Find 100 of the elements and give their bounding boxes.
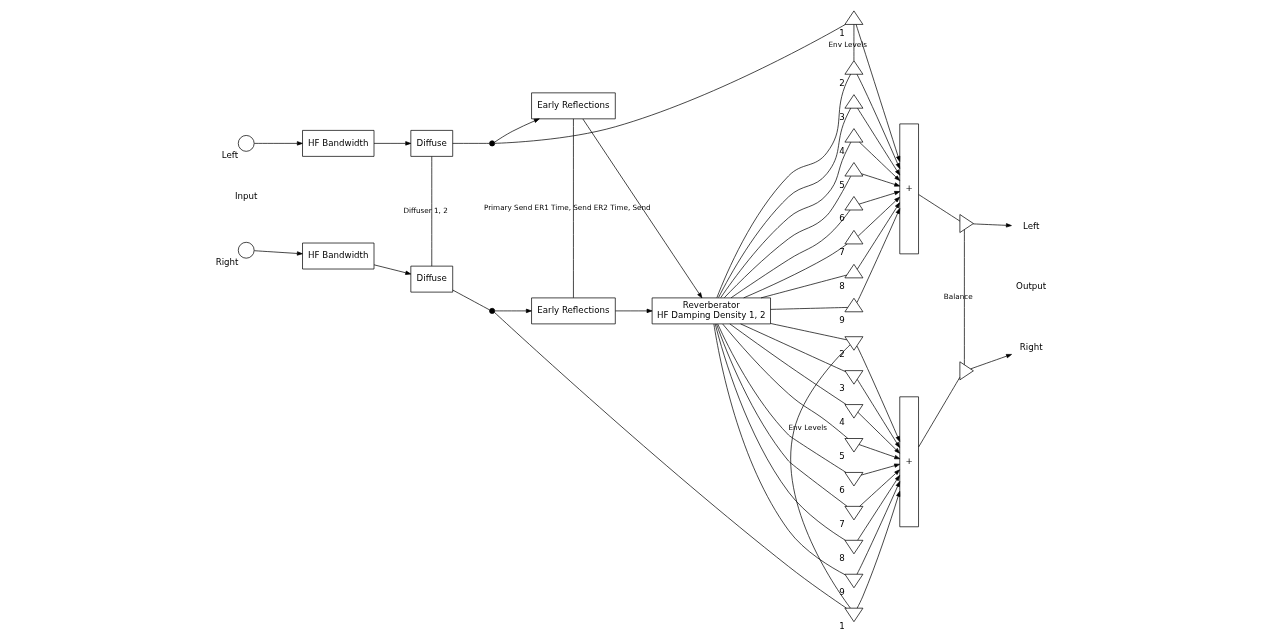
connector (723, 176, 851, 299)
node-circle (237, 135, 254, 152)
node-dot (488, 140, 495, 147)
arrow (855, 24, 900, 162)
node-triangle (844, 60, 863, 75)
connector (716, 323, 846, 473)
connector (789, 344, 851, 609)
node-triangle (844, 370, 863, 385)
node-box: HF Bandwidth (301, 130, 374, 157)
connector (742, 243, 847, 299)
arrow (493, 308, 532, 314)
arrow (858, 191, 900, 205)
arrow (856, 107, 900, 176)
node-label: 7 (838, 518, 845, 529)
node-triangle (844, 230, 863, 245)
node-box: Reverberator HF Damping Density 1, 2 (651, 297, 771, 325)
connector (717, 107, 851, 298)
node-box: + (898, 123, 919, 255)
node-label: 9 (838, 586, 845, 597)
node-box: Diffuse (409, 130, 453, 157)
connector (572, 118, 574, 299)
node-triangle (844, 573, 863, 589)
node-box: Early Reflections (530, 92, 616, 120)
arrow (858, 141, 900, 181)
arrow (856, 475, 900, 541)
node-box: HF Bandwidth (301, 242, 374, 270)
edge-label: Diffuser 1, 2 (402, 206, 448, 216)
arrow (253, 141, 303, 146)
node-label: 3 (838, 383, 845, 394)
node-box: Early Reflections (530, 297, 616, 325)
node-label: 2 (838, 77, 845, 88)
connector (760, 274, 847, 299)
node-triangle (844, 94, 863, 109)
node-box: + (898, 396, 919, 528)
connector (917, 194, 960, 222)
arrow (858, 469, 900, 507)
connector (739, 323, 846, 372)
node-label: Left (221, 150, 238, 161)
edge-label: Env Levels (787, 422, 827, 432)
node-triangle (844, 404, 863, 419)
connector (721, 323, 848, 439)
node-triangle (844, 162, 863, 177)
node-triangle (844, 472, 863, 487)
arrow (856, 490, 900, 609)
connector (494, 24, 846, 144)
arrow (856, 208, 900, 303)
connector (729, 323, 847, 405)
node-triangle (844, 607, 863, 623)
node-label: 3 (838, 111, 845, 122)
arrow (493, 118, 540, 143)
arrow (857, 411, 900, 454)
arrow (858, 444, 900, 460)
node-label: 9 (838, 315, 845, 326)
node-label: 8 (838, 552, 845, 563)
node-label: 5 (838, 179, 845, 190)
edge-label: Env Levels (828, 39, 867, 49)
connector (715, 323, 847, 507)
node-label: 1 (838, 620, 845, 631)
arrow (856, 202, 900, 270)
arrow (860, 463, 900, 476)
node-triangle (959, 214, 974, 233)
connector (853, 24, 854, 61)
connector (769, 307, 848, 310)
connector (430, 156, 432, 267)
node-triangle (844, 506, 863, 521)
arrow (860, 173, 900, 187)
node-label: Right (215, 257, 238, 268)
connector (451, 289, 490, 311)
connector (493, 312, 847, 609)
arrow (373, 141, 411, 146)
node-triangle (844, 539, 863, 555)
connector (963, 229, 965, 366)
node-label: 4 (838, 145, 845, 156)
arrow (614, 308, 652, 314)
node-triangle (844, 336, 863, 351)
arrow (253, 250, 303, 256)
node-triangle (844, 10, 863, 25)
arrow (857, 196, 900, 237)
node-label: 1 (838, 27, 845, 38)
connector (769, 323, 847, 341)
node-label: 6 (838, 484, 845, 495)
node-triangle (844, 128, 863, 143)
node-dot (488, 307, 495, 314)
arrow (373, 264, 411, 275)
arrow (856, 481, 900, 575)
node-label: 4 (838, 417, 845, 428)
connector (716, 73, 851, 299)
arrow (972, 223, 1012, 228)
node-triangle (844, 297, 863, 313)
node-circle (237, 241, 254, 259)
arrow (856, 74, 900, 169)
arrow (856, 345, 900, 442)
node-label: 2 (838, 349, 845, 360)
connector (719, 141, 851, 299)
node-text: Right (1019, 341, 1043, 352)
label: Output (1015, 280, 1046, 291)
connector (451, 143, 490, 144)
node-triangle (844, 438, 863, 453)
node-triangle (844, 196, 863, 211)
label: Input (234, 191, 257, 202)
